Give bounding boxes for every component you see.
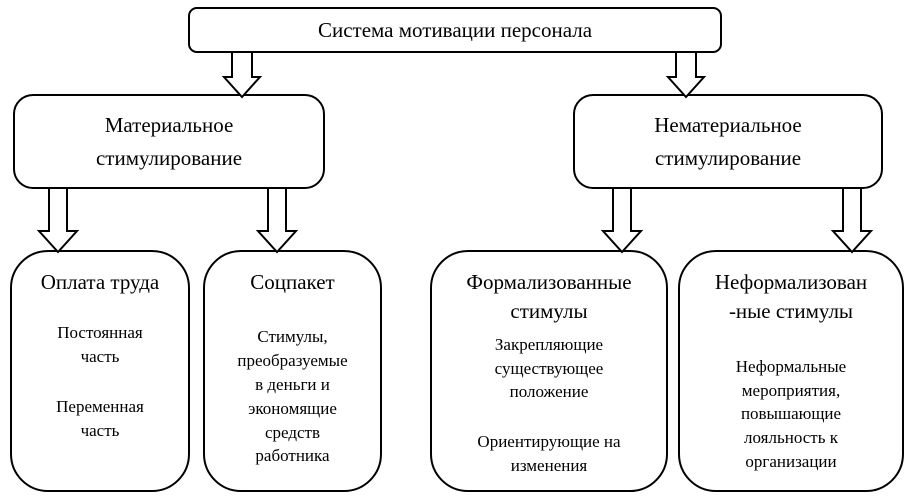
node-formalized-stimuli-item: Закрепляющие существующее положение [494,334,604,402]
down-arrow-icon [665,51,707,99]
node-social-package-item: Стимулы, преобразуемые в деньги и эконом… [237,327,348,466]
node-social-package: Соцпакет Стимулы, преобразуемые в деньги… [203,250,382,492]
down-arrow-icon [221,51,263,99]
node-root: Система мотивации персонала [188,7,722,53]
node-social-package-title: Соцпакет [250,270,335,294]
node-formalized-stimuli-title: Формализованные стимулы [466,270,632,324]
node-nonmaterial-stimulation-label: Нематериальное стимулирование [654,112,802,170]
node-pay-item: Постоянная часть [57,323,143,367]
down-arrow-icon [255,187,299,254]
node-pay-title: Оплата труда [40,270,160,294]
node-root-label: Система мотивации персонала [317,17,593,42]
node-formalized-stimuli-item: Ориентирующие на изменения [477,432,621,475]
node-formalized-stimuli: Формализованные стимулы Закрепляющие сущ… [430,250,668,492]
node-nonformalized-stimuli: Неформализован -ные стимулы Неформальные… [678,250,904,492]
node-material-stimulation-label: Материальное стимулирование [95,112,243,170]
down-arrow-icon [600,187,644,254]
node-material-stimulation: Материальное стимулирование [13,94,325,189]
node-pay-item: Переменная часть [56,396,144,440]
node-nonformalized-stimuli-item: Неформальные мероприятия, повышающие лоя… [735,356,847,471]
node-nonmaterial-stimulation: Нематериальное стимулирование [573,94,883,189]
down-arrow-icon [36,187,80,254]
node-pay: Оплата труда Постоянная часть Переменная… [10,250,190,492]
down-arrow-icon [830,187,874,254]
node-nonformalized-stimuli-title: Неформализован -ные стимулы [714,270,868,324]
